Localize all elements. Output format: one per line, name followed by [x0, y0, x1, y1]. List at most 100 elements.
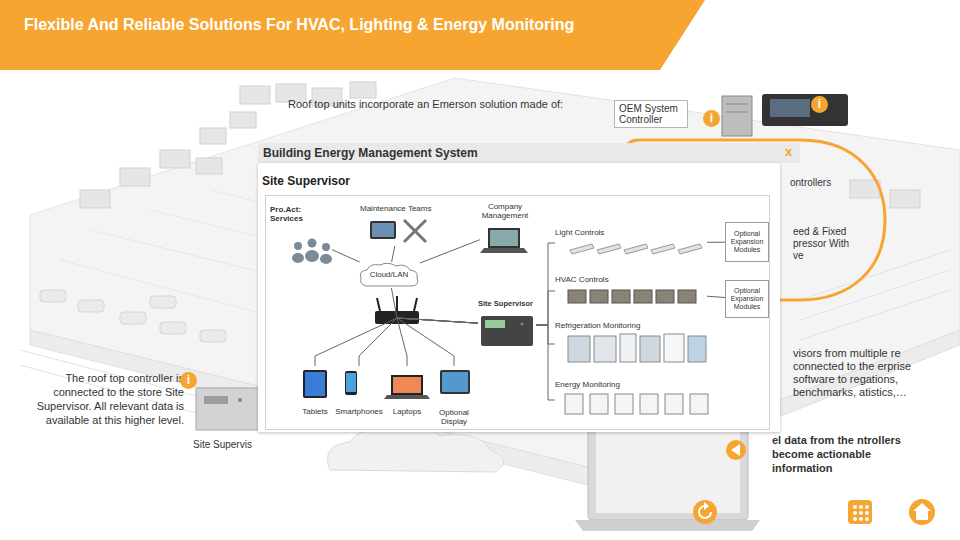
laptop-device	[384, 375, 430, 399]
tablet-device	[303, 370, 327, 398]
rooftop-units	[350, 82, 376, 98]
rooftop-units	[276, 84, 306, 102]
controller-devices	[726, 112, 748, 113]
node-label: Pro.Act:	[270, 205, 332, 214]
connector-line	[315, 318, 478, 366]
energy-meters	[615, 394, 633, 414]
connector-line	[536, 325, 555, 344]
connector-line	[707, 242, 725, 243]
tools-icon	[404, 220, 426, 242]
laptop-image	[575, 520, 760, 531]
tools-icon	[404, 220, 426, 242]
energy-meters	[665, 394, 683, 414]
node-label: OEM System Controller	[619, 103, 683, 126]
store-building	[30, 78, 960, 488]
device-item: Laptops	[386, 366, 428, 416]
nav-buttons	[853, 505, 857, 509]
connector-line	[707, 296, 725, 297]
rooftop-units	[312, 88, 342, 106]
display-device	[440, 370, 470, 394]
hvac-units	[634, 290, 652, 303]
controller-devices	[726, 104, 748, 105]
tablet-device	[303, 370, 327, 398]
node-label: HVAC Controls	[555, 275, 707, 284]
expansion-box: Optional Expansion Modules	[725, 280, 769, 318]
hvac-units	[678, 290, 696, 303]
node-label: Refrigeration Monitoring	[555, 321, 707, 330]
laptop-device	[384, 395, 430, 399]
tablet-device	[305, 372, 325, 396]
laptop-image	[596, 427, 740, 513]
partial-text: ontrollers	[790, 176, 831, 189]
node-label: Site Supervisor	[478, 300, 536, 309]
user-item: Maintenance Teams	[360, 204, 438, 246]
node-label: Laptops	[386, 407, 428, 416]
hvac-units	[656, 290, 674, 303]
phone-device	[346, 373, 356, 392]
store-shelving	[800, 270, 950, 320]
node-label: Optional Expansion Modules	[727, 287, 767, 311]
nav-buttons	[848, 500, 872, 524]
laptop-image	[575, 420, 760, 531]
nav-buttons	[853, 517, 857, 521]
light-fixtures	[570, 244, 702, 254]
nav-buttons	[726, 440, 746, 460]
nav-buttons	[704, 502, 709, 510]
router-icon	[375, 311, 419, 324]
connector-line	[536, 291, 555, 325]
laptop-icon	[480, 248, 528, 253]
hvac-units	[568, 290, 696, 303]
header-band	[0, 0, 705, 70]
phone-device	[345, 371, 357, 395]
node-label: Maintenance Teams	[360, 204, 438, 213]
people-icon	[294, 242, 302, 250]
nav-buttons	[693, 440, 935, 525]
nav-buttons	[731, 444, 740, 456]
rooftop-units	[230, 112, 256, 128]
controller-devices	[722, 94, 848, 136]
phone-device	[345, 371, 357, 395]
nav-buttons	[909, 499, 935, 525]
supervisor-device	[204, 396, 228, 404]
parking-cars	[150, 296, 176, 308]
supervisor-item: Site Supervisor	[478, 300, 536, 350]
info-icon: i	[811, 96, 828, 113]
device-group: Refrigeration Monitoring	[555, 321, 707, 367]
display-device	[442, 372, 468, 392]
controller-devices	[722, 96, 752, 136]
rooftop-units	[160, 150, 190, 168]
node-label: Services	[270, 214, 332, 223]
hvac-units	[612, 290, 630, 303]
device-item: Tablets	[298, 366, 332, 416]
light-fixtures	[651, 244, 675, 254]
nav-buttons	[853, 511, 857, 515]
node-label: Energy Monitoring	[555, 380, 715, 389]
service-item: Pro.Act:Services	[270, 205, 332, 267]
node-label: Optional Expansion Modules	[727, 230, 767, 254]
refrigeration-cases	[620, 334, 636, 362]
light-fixtures	[624, 244, 648, 254]
connector-line	[392, 246, 395, 262]
router-icon	[377, 298, 380, 311]
people-icon	[305, 250, 319, 262]
people-icon	[308, 239, 317, 248]
rooftop-units	[890, 190, 920, 208]
refrigeration-cases	[688, 336, 706, 362]
partial-text: eed & Fixed pressor With ve	[793, 226, 859, 262]
device-group: HVAC Controls	[555, 275, 707, 307]
light-fixtures	[597, 244, 621, 254]
supervisor-device	[481, 316, 533, 346]
light-fixtures	[678, 244, 702, 254]
tablet-icon	[370, 221, 396, 239]
cloud-outline	[360, 263, 418, 286]
router-icon	[375, 296, 419, 324]
rooftop-units	[200, 128, 226, 144]
device-item: Optional Display	[434, 366, 474, 426]
router-icon	[414, 298, 417, 311]
tablet-icon	[372, 223, 394, 237]
rooftop-units	[80, 190, 110, 208]
nav-buttons	[865, 505, 869, 509]
node-label: Company Management	[480, 202, 530, 220]
nav-buttons	[865, 517, 869, 521]
